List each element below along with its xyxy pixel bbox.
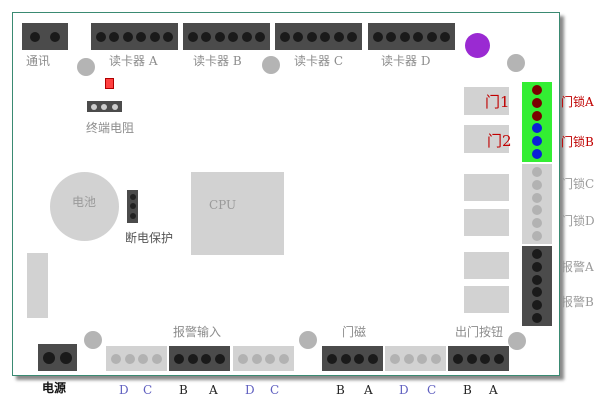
pin-letter-c: C <box>143 383 153 397</box>
pin-letter-d: D <box>245 383 255 397</box>
left-slot <box>27 253 48 318</box>
relay-3 <box>464 174 509 201</box>
status-led-purple <box>465 33 490 58</box>
lock-c-label: 门锁C <box>561 177 595 191</box>
door1-label: 门1 <box>485 93 510 111</box>
door-magnet-cd-left-terminal <box>233 346 294 371</box>
alarm-ab-terminal <box>522 246 552 326</box>
pin-letter-d: D <box>119 383 129 397</box>
comm-label: 通讯 <box>26 54 51 68</box>
power-label: 电源 <box>42 381 67 395</box>
reader-d-terminal <box>368 23 455 50</box>
pin-letter-b: B <box>336 383 345 397</box>
reader-b-label: 读卡器 B <box>193 54 242 68</box>
relay-5 <box>464 252 509 279</box>
pin-letter-c: C <box>427 383 437 397</box>
reader-d-label: 读卡器 D <box>381 54 431 68</box>
relay-door2 <box>464 125 509 153</box>
door-lock-ab-terminal <box>522 82 552 162</box>
mount-hole <box>84 331 102 349</box>
mount-hole <box>299 331 317 349</box>
lock-b-label: 门锁B <box>561 135 594 149</box>
pin-letter-a: A <box>489 383 498 397</box>
alarm-input-cd-terminal <box>106 346 167 371</box>
exit-button-ba-terminal <box>448 346 509 371</box>
relay-4 <box>464 209 509 236</box>
terminal-resistor-label: 终端电阻 <box>86 121 135 135</box>
door2-label: 门2 <box>487 132 512 150</box>
alarm-a-label: 报警A <box>561 260 594 274</box>
cpu-label: CPU <box>209 198 237 212</box>
comm-terminal <box>22 23 68 50</box>
terminal-resistor-jumper <box>87 101 122 112</box>
cpu-chip <box>191 172 284 255</box>
power-off-protect-label: 断电保护 <box>125 231 174 245</box>
mount-hole <box>508 332 526 350</box>
alarm-input-ba-terminal <box>169 346 230 371</box>
reader-c-terminal <box>275 23 362 50</box>
pin-letter-c: C <box>270 383 280 397</box>
reader-b-terminal <box>183 23 270 50</box>
exit-button-cd-terminal <box>385 346 446 371</box>
door-lock-cd-terminal <box>522 164 552 244</box>
reader-a-terminal <box>91 23 178 50</box>
battery <box>50 172 119 241</box>
mount-hole <box>507 54 525 72</box>
lock-d-label: 门锁D <box>561 214 595 228</box>
mount-hole <box>262 56 280 74</box>
alarm-b-label: 报警B <box>561 295 594 309</box>
battery-label: 电池 <box>72 195 97 209</box>
relay-door1 <box>464 87 509 115</box>
alarm-input-label: 报警输入 <box>173 325 222 339</box>
exit-button-label: 出门按钮 <box>455 325 504 339</box>
pin-letter-b: B <box>179 383 188 397</box>
door-magnet-label: 门磁 <box>342 325 367 339</box>
reader-a-label: 读卡器 A <box>109 54 158 68</box>
lock-a-label: 门锁A <box>561 95 594 109</box>
power-terminal <box>38 344 77 371</box>
pin-letter-b: B <box>463 383 472 397</box>
mount-hole <box>77 58 95 76</box>
reader-c-label: 读卡器 C <box>294 54 343 68</box>
relay-6 <box>464 286 509 313</box>
red-led <box>105 78 114 89</box>
pin-letter-a: A <box>209 383 218 397</box>
door-magnet-ba-terminal <box>322 346 383 371</box>
pin-letter-a: A <box>364 383 373 397</box>
power-off-protect-jumper <box>127 190 138 223</box>
pin-letter-d: D <box>399 383 409 397</box>
